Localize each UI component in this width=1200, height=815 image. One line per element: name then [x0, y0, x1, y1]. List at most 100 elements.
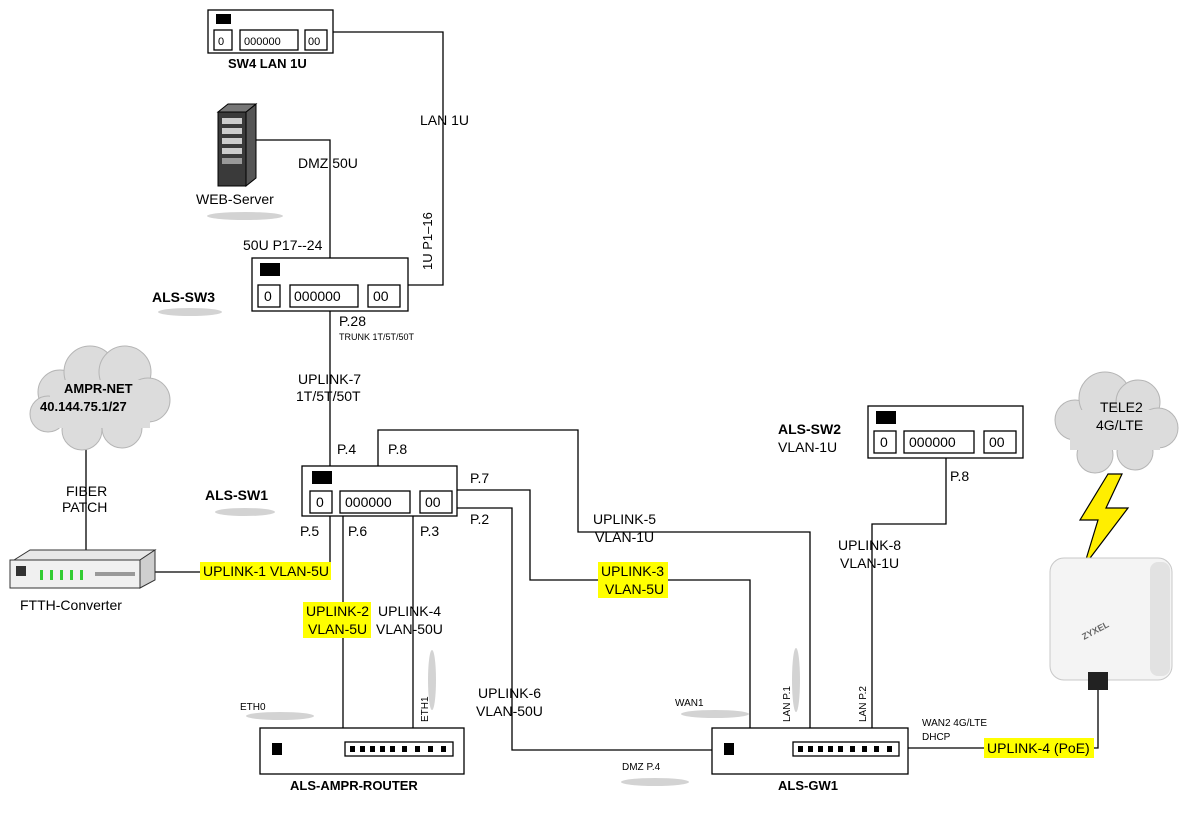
tele2-line2: 4G/LTE	[1096, 417, 1143, 433]
uplink1-label: UPLINK-1 VLAN-5U	[203, 563, 329, 579]
sw3-p28-label: P.28	[339, 313, 366, 329]
port-labels: P.4 P.8 P.7 P.2 P.5 P.6 P.3 P.8 ETH0 ETH…	[240, 441, 987, 786]
ftth-port	[16, 566, 26, 576]
sw1-p4-label: P.4	[337, 441, 356, 457]
uplink7-line1: UPLINK-7	[298, 371, 361, 387]
sw1-p3-label: P.3	[420, 523, 439, 539]
server-side	[245, 102, 257, 188]
uplink4-poe-label: UPLINK-4 (PoE)	[987, 740, 1090, 756]
uplink6-line1: UPLINK-6	[478, 685, 541, 701]
web-server: WEB-Server	[196, 102, 283, 220]
uplink3-line1: UPLINK-3	[601, 563, 664, 579]
server-bay-1	[222, 118, 242, 124]
lightning-icon	[1078, 473, 1130, 567]
uplink5-line1: UPLINK-5	[593, 511, 656, 527]
sw2-port-single-glyph: 0	[880, 434, 888, 450]
lan-p1-label: LAN P.1	[782, 686, 793, 722]
ftth-stripe	[95, 572, 135, 576]
link-labels: LAN 1U DMZ 50U 1U P1–16 50U P17--24 P.28…	[62, 112, 1094, 758]
uplink4-line1: UPLINK-4	[378, 603, 441, 619]
sw4-label: SW4 LAN 1U	[228, 56, 307, 71]
web-server-label: WEB-Server	[196, 191, 274, 207]
uplink1-highlight	[200, 562, 331, 580]
sw3-led	[260, 263, 280, 276]
wan1-shadow	[681, 710, 749, 718]
sw2-port-pair	[983, 430, 1017, 454]
sw4-port-single	[213, 29, 233, 51]
ampr-net-cloud: AMPR-NET 40.144.75.1/27	[29, 345, 171, 451]
zyxel-shade	[1150, 562, 1170, 676]
server-bay-5	[222, 158, 242, 164]
eth0-shadow	[246, 712, 314, 720]
server-bay-2	[222, 128, 242, 134]
ftth-side	[139, 549, 156, 589]
gw1-port-strip	[792, 741, 900, 757]
server-shadow	[207, 212, 283, 220]
fiber-line2: PATCH	[62, 499, 107, 515]
uplink3-highlight	[598, 562, 668, 598]
lan-p2-label: LAN P.2	[858, 686, 869, 722]
sw3-port-group	[289, 284, 359, 308]
ftth-label: FTTH-Converter	[20, 597, 122, 613]
ftth-converter: FTTH-Converter	[9, 549, 157, 613]
uplink8-line1: UPLINK-8	[838, 537, 901, 553]
ftth-led-1	[40, 570, 43, 580]
uplink6-line2: VLAN-50U	[476, 703, 543, 719]
zyxel-body	[1049, 557, 1173, 681]
eth0-label: ETH0	[240, 702, 266, 713]
sw3-label: ALS-SW3	[152, 289, 215, 305]
sw4-led	[216, 14, 231, 24]
uplink7-line2: 1T/5T/50T	[296, 388, 361, 404]
sw4-port-pair-glyph: 00	[308, 36, 320, 48]
uplink2-line2: VLAN-5U	[308, 621, 367, 637]
p17-24-label: 50U P17--24	[243, 237, 323, 253]
ftth-led-3	[60, 570, 63, 580]
sw3-label-shadow	[158, 308, 222, 316]
sw4-port-group	[239, 29, 299, 51]
zyxel-lte-device: ZYXEL	[1049, 557, 1173, 690]
als-ampr-router: ALS-AMPR-ROUTER	[259, 727, 465, 793]
sw2-led	[876, 411, 896, 424]
sw1-led	[312, 471, 332, 484]
router-port-dots	[350, 746, 446, 752]
lan1u-label: LAN 1U	[420, 112, 469, 128]
uplink4-poe-highlight	[984, 738, 1094, 758]
uplink5-line2: VLAN-1U	[595, 529, 654, 545]
tele2-line1: TELE2	[1100, 399, 1143, 415]
wire-uplink4-poe	[908, 690, 1099, 749]
eth1-label: ETH1	[420, 696, 431, 722]
server-bay-3	[222, 138, 242, 144]
uplink3-line2: VLAN-5U	[605, 581, 664, 597]
wire-lan1u	[333, 31, 444, 286]
wan1-label: WAN1	[675, 698, 704, 709]
sw1-port-single-glyph: 0	[316, 494, 324, 510]
uplink4-line2: VLAN-50U	[376, 621, 443, 637]
wire-uplink8	[871, 458, 947, 728]
lan-p1-shadow	[792, 648, 800, 712]
ampr-net-name: AMPR-NET	[64, 381, 133, 396]
dmz50u-label: DMZ 50U	[298, 155, 358, 171]
connection-lines	[85, 31, 1099, 751]
wire-dmz50u	[250, 139, 331, 258]
router-led	[272, 743, 282, 755]
gw1-port-dots	[798, 746, 892, 752]
sw3-port-group-glyph: 000000	[294, 288, 341, 304]
sw2-label: ALS-SW2	[778, 421, 841, 437]
sw1-port-single	[309, 490, 333, 514]
sw2-port-single	[873, 430, 897, 454]
wan2-line1: WAN2 4G/LTE	[922, 718, 987, 729]
als-sw2-switch: 0 000000 00 ALS-SW2 VLAN-1U	[778, 405, 1024, 459]
wire-uplink6	[457, 507, 712, 751]
sw3-port-single-glyph: 0	[264, 288, 272, 304]
sw2-port-group-glyph: 000000	[909, 434, 956, 450]
zyxel-connector	[1088, 672, 1108, 690]
server-bay-4	[222, 148, 242, 154]
sw1-port-pair	[419, 490, 453, 514]
wire-uplink5	[377, 429, 811, 728]
als-sw1-switch: 0 000000 00 ALS-SW1	[205, 465, 458, 517]
sw1-port-group	[339, 490, 411, 514]
router-label: ALS-AMPR-ROUTER	[290, 778, 418, 793]
sw3-port-pair	[367, 284, 401, 308]
uplink2-highlight	[303, 602, 371, 638]
